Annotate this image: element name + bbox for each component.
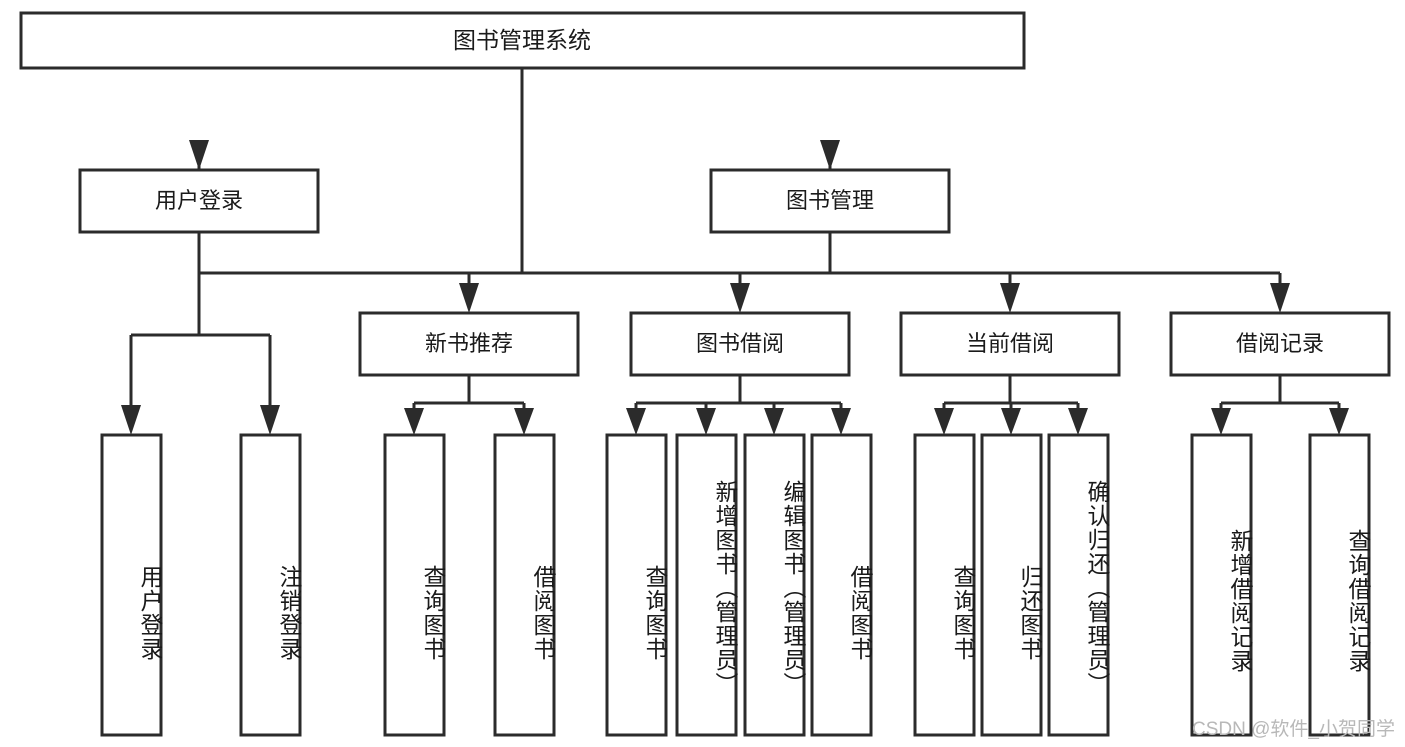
arrowhead-to-leaf-user-1 [121, 405, 141, 435]
leaf-box-book-borrow-0[interactable] [605, 433, 668, 737]
node-box-current-borrow[interactable] [899, 311, 1121, 377]
node-label-root: 图书管理系统 [453, 27, 591, 53]
arrowhead-to-leaf-bookborrow-4 [831, 408, 851, 435]
node-box-book-manage[interactable] [709, 168, 951, 234]
leaf-box-borrow-record-1[interactable] [1308, 433, 1371, 737]
arrowhead-to-leaf-bookborrow-1 [626, 408, 646, 435]
csdn-watermark: CSDN @软件_小贺同学 [1192, 719, 1395, 740]
arrowhead-to-new-book-rec [459, 283, 479, 313]
arrowhead-to-book-borrow [730, 283, 750, 313]
arrowhead-to-borrow-record [1270, 283, 1290, 313]
leaf-box-user-login-1[interactable] [239, 433, 302, 737]
leaf-box-book-borrow-2[interactable] [743, 433, 806, 737]
arrowhead-to-leaf-currentborrow-1 [934, 408, 954, 435]
node-box-user-login[interactable] [78, 168, 320, 234]
arrowhead-to-leaf-bookborrow-2 [696, 408, 716, 435]
leaf-box-current-borrow-0[interactable] [913, 433, 976, 737]
leaf-box-current-borrow-2[interactable] [1047, 433, 1110, 737]
leaf-box-new-book-rec-1[interactable] [493, 433, 556, 737]
arrowhead-group [121, 140, 1349, 435]
node-boxes [19, 11, 1391, 737]
arrowhead-to-current-borrow [1000, 283, 1020, 313]
node-box-book-borrow[interactable] [629, 311, 851, 377]
node-label-book-manage: 图书管理 [786, 188, 874, 213]
node-label-new-book-rec: 新书推荐 [425, 331, 513, 356]
arrowhead-to-leaf-borrowrecord-2 [1329, 408, 1349, 435]
arrowhead-to-leaf-user-2 [260, 405, 280, 435]
arrowhead-to-book-manage [820, 140, 840, 170]
leaf-box-user-login-0[interactable] [100, 433, 163, 737]
node-label-current-borrow: 当前借阅 [966, 331, 1054, 356]
leaf-box-borrow-record-0[interactable] [1190, 433, 1253, 737]
arrowhead-to-leaf-bookborrow-3 [764, 408, 784, 435]
connector-group-level3 [412, 375, 1341, 420]
node-box-borrow-record[interactable] [1169, 311, 1391, 377]
leaf-box-new-book-rec-0[interactable] [383, 433, 446, 737]
leaf-box-book-borrow-3[interactable] [810, 433, 873, 737]
arrowhead-to-leaf-borrowrecord-1 [1211, 408, 1231, 435]
arrowhead-to-leaf-currentborrow-3 [1068, 408, 1088, 435]
leaf-box-current-borrow-1[interactable] [980, 433, 1043, 737]
node-label-book-borrow: 图书借阅 [696, 331, 784, 356]
arrowhead-to-user-login [189, 140, 209, 170]
node-labels: 图书管理系统 用户登录 图书管理 新书推荐 图书借阅 当前借阅 借阅记录 [155, 27, 1324, 356]
node-label-user-login: 用户登录 [155, 188, 243, 213]
leaf-box-book-borrow-1[interactable] [675, 433, 738, 737]
arrowhead-to-leaf-newbook-2 [514, 408, 534, 435]
node-box-root[interactable] [19, 11, 1026, 70]
node-label-borrow-record: 借阅记录 [1236, 331, 1324, 356]
node-box-new-book-rec[interactable] [358, 311, 580, 377]
arrowhead-to-leaf-newbook-1 [404, 408, 424, 435]
arrowhead-to-leaf-currentborrow-2 [1001, 408, 1021, 435]
